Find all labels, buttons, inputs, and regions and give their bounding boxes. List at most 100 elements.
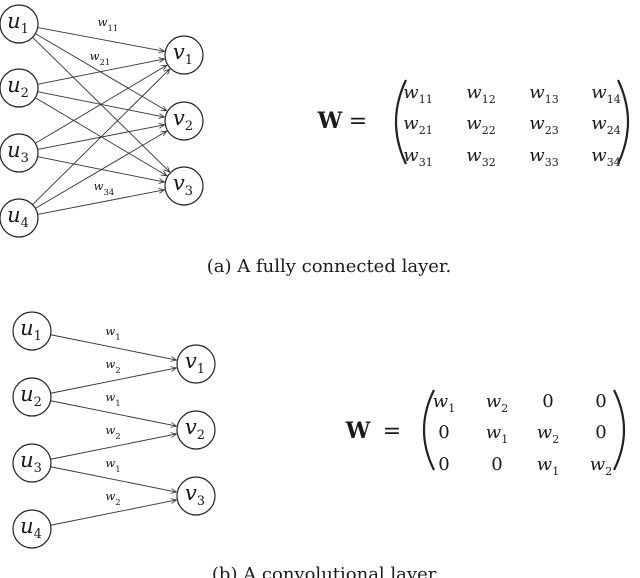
matrix-cell-r3c4: w2 [590, 454, 612, 478]
edge-weight-label: w1 [105, 390, 120, 409]
node-v2: v2 [164, 101, 204, 141]
edge-u3-v2 [50, 434, 177, 460]
node-v2: v2 [176, 410, 216, 450]
matrix-left-paren [394, 79, 407, 165]
edge-weight-label: w21 [90, 49, 111, 68]
node-circle [176, 410, 216, 450]
edge-u4-v1 [32, 69, 170, 205]
edge-u2-v1 [50, 368, 177, 394]
matrix-left-paren [422, 389, 435, 471]
edge-u4-v3 [50, 500, 177, 526]
edge-weight-label: w2 [105, 357, 120, 376]
node-label: u3 [20, 448, 42, 476]
node-u3: u3 [0, 133, 39, 173]
matrix-cell-r1c2: w12 [466, 82, 495, 106]
matrix-cell-r3c3: w1 [537, 454, 559, 478]
matrix-name: W [345, 418, 371, 444]
nodes-convolutional: u1 u2 u3 u4 v1 v2 v3 [12, 311, 216, 549]
matrix-cell-r1c1: w11 [403, 82, 432, 106]
edges-fully-connected [32, 27, 170, 215]
matrix-cell-r1c3: w13 [529, 82, 558, 106]
node-u1: u1 [12, 311, 52, 351]
node-label: u1 [20, 316, 42, 344]
node-circle [164, 166, 204, 206]
node-label: v2 [173, 106, 193, 134]
matrix-cell-r2c4: w24 [591, 113, 620, 137]
node-label: v3 [185, 481, 205, 509]
edge-weight-label: w11 [98, 15, 119, 34]
node-u1: u1 [0, 4, 39, 44]
node-label: u2 [7, 73, 29, 101]
edge-u2-v2 [50, 400, 177, 426]
node-u4: u4 [12, 509, 52, 549]
matrix-right-paren [617, 79, 630, 165]
matrix-cell-r2c1: 0 [438, 422, 449, 443]
edge-u1-v2 [35, 33, 166, 111]
edge-labels-fully-connected: w11 w21 w34 [90, 15, 119, 198]
node-label: u4 [20, 514, 42, 542]
matrix-cell-r2c4: 0 [595, 422, 606, 443]
edge-weight-label: w2 [105, 489, 120, 508]
node-v3: v3 [164, 166, 204, 206]
matrix-cell-r2c2: w1 [486, 422, 508, 446]
node-label: v1 [173, 40, 193, 68]
caption-fully-connected: (a) A fully connected layer. [207, 256, 452, 277]
matrix-cell-r3c1: 0 [438, 454, 449, 475]
node-label: v2 [185, 415, 205, 443]
node-circle [12, 509, 52, 549]
node-circle [164, 35, 204, 75]
node-u3: u3 [12, 443, 52, 483]
matrix-cell-r1c2: w2 [486, 391, 508, 415]
equals-sign: = [349, 109, 367, 134]
node-circle [164, 101, 204, 141]
edge-u3-v3 [50, 466, 177, 492]
edge-weight-label: w1 [105, 324, 120, 343]
node-label: u2 [20, 382, 42, 410]
node-circle [0, 68, 39, 108]
node-u2: u2 [0, 68, 39, 108]
matrix-cell-r3c2: w32 [466, 145, 495, 169]
node-circle [12, 443, 52, 483]
node-u2: u2 [12, 377, 52, 417]
edge-u4-v3 [37, 190, 165, 215]
node-circle [12, 311, 52, 351]
edge-u2-v1 [37, 59, 165, 85]
matrix-cell-r1c3: 0 [542, 391, 553, 412]
equals-sign: = [383, 419, 401, 444]
node-label: u4 [7, 203, 29, 231]
edge-u1-v1 [37, 27, 165, 52]
node-v3: v3 [176, 476, 216, 516]
node-label: v3 [173, 171, 193, 199]
matrix-cell-r2c2: w22 [466, 113, 495, 137]
matrix-cell-r2c1: w21 [403, 113, 432, 137]
node-label: v1 [185, 349, 205, 377]
edge-weight-label: w34 [94, 179, 115, 198]
nodes-fully-connected: u1 u2 u3 u4 v1 v2 v3 [0, 4, 204, 238]
node-v1: v1 [164, 35, 204, 75]
edge-u4-v2 [35, 131, 166, 209]
caption-convolutional: (b) A convolutional layer. [212, 564, 440, 578]
matrix-cell-r3c2: 0 [491, 454, 502, 475]
edge-labels-convolutional: w1 w2 w1 w2 w1 w2 [105, 324, 120, 508]
node-label: u3 [7, 138, 29, 166]
node-v1: v1 [176, 344, 216, 384]
node-circle [176, 476, 216, 516]
matrix-cell-r1c4: 0 [595, 391, 606, 412]
edge-weight-label: w1 [105, 456, 120, 475]
matrix-right-paren [613, 389, 626, 471]
matrix-cell-r3c1: w31 [403, 145, 432, 169]
node-circle [12, 377, 52, 417]
node-label: u1 [7, 9, 29, 37]
edges-convolutional [50, 334, 177, 526]
matrix-cell-r3c4: w34 [591, 145, 620, 169]
matrix-cell-r3c3: w33 [529, 145, 558, 169]
matrix-cell-r1c1: w1 [433, 391, 455, 415]
matrix-name: W [317, 108, 343, 134]
node-circle [0, 133, 39, 173]
edge-weight-label: w2 [105, 423, 120, 442]
matrix-cell-r2c3: w23 [529, 113, 558, 137]
